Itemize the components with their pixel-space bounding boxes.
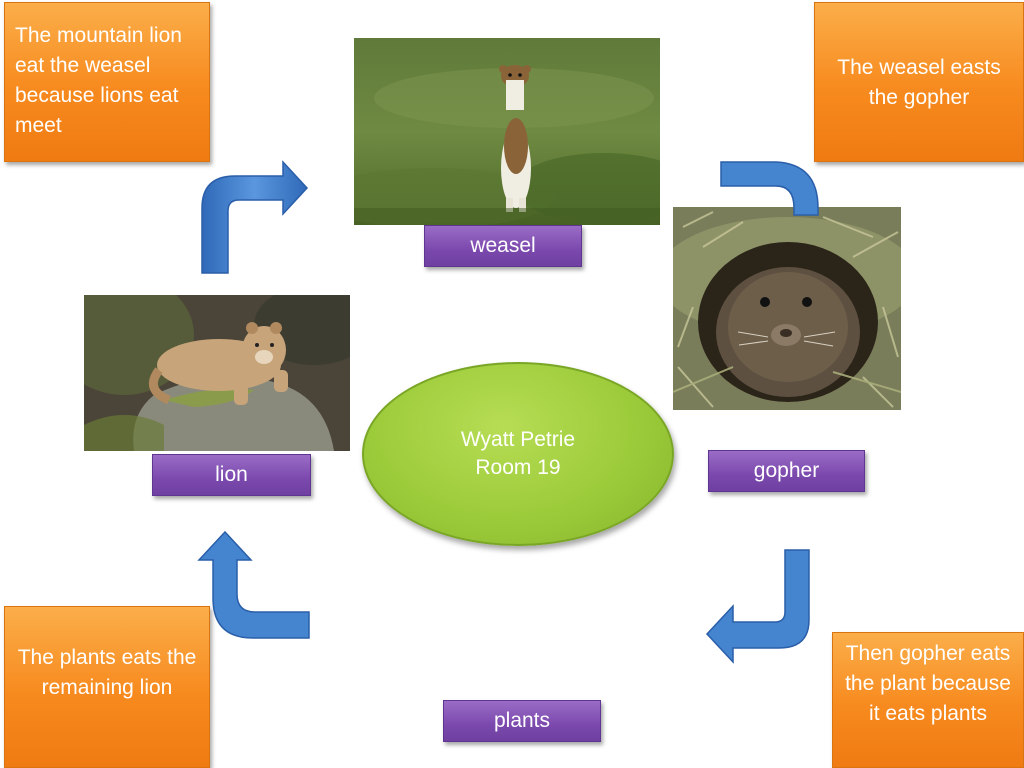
arrow-gopher-to-plants xyxy=(705,549,810,664)
note-top-right: The weasel easts the gopher xyxy=(814,2,1024,162)
arrow-plants-to-lion xyxy=(197,530,310,639)
note-bottom-right: Then gopher eats the plant because it ea… xyxy=(832,632,1024,768)
author-oval: Wyatt Petrie Room 19 xyxy=(362,362,674,546)
arrow-lion-to-weasel xyxy=(201,160,309,274)
author-room: Room 19 xyxy=(475,456,561,479)
label-lion: lion xyxy=(152,454,311,496)
gopher-photo xyxy=(673,207,901,410)
label-weasel: weasel xyxy=(424,225,582,267)
note-top-left: The mountain lion eat the weasel because… xyxy=(4,2,210,162)
note-bottom-left: The plants eats the remaining lion xyxy=(4,606,210,768)
label-plants: plants xyxy=(443,700,601,742)
arrow-weasel-to-gopher xyxy=(720,161,819,216)
mountain-lion-photo xyxy=(84,295,350,451)
weasel-photo xyxy=(354,38,660,225)
author-name: Wyatt Petrie xyxy=(460,428,576,451)
label-gopher: gopher xyxy=(708,450,865,492)
